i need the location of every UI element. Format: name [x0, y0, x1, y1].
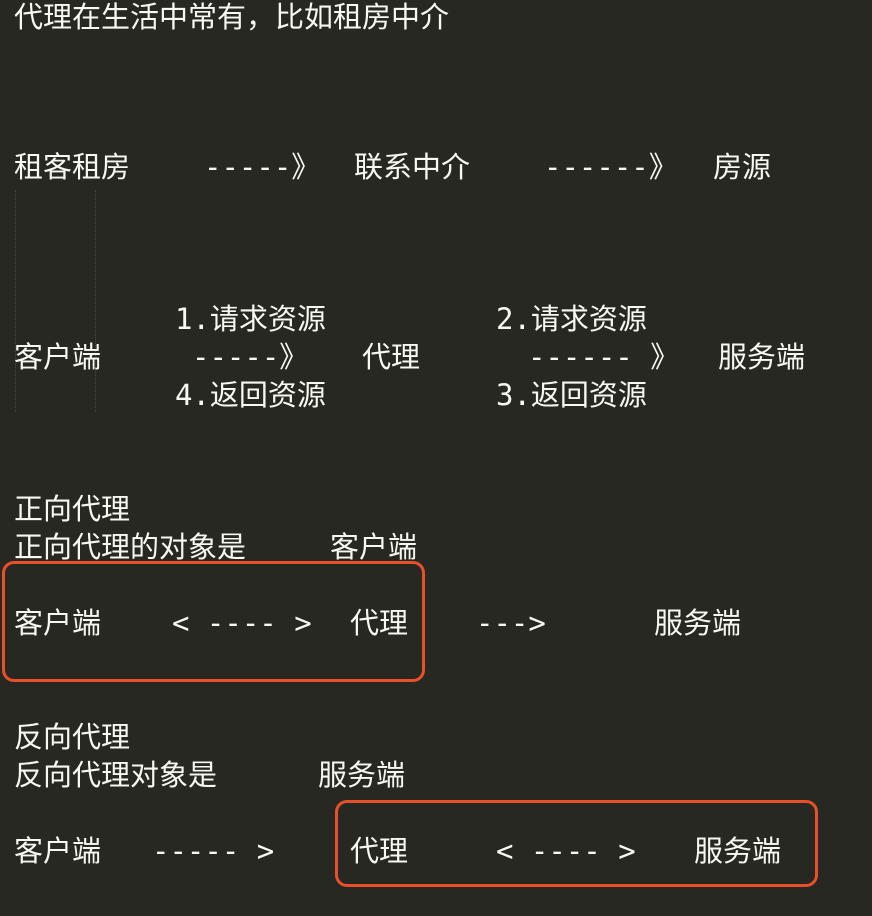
flow-server: 服务端: [718, 340, 806, 374]
forward-subject-label: 正向代理的对象是: [14, 530, 247, 564]
reverse-subject-label: 反向代理对象是: [14, 758, 218, 792]
forward-proxy: 代理: [350, 606, 409, 640]
flow-request-2: 2.请求资源: [496, 302, 647, 336]
rent-agent: 联系中介: [354, 150, 471, 184]
indent-guide-2: [95, 190, 96, 412]
forward-client: 客户端: [14, 606, 102, 640]
reverse-subject-value: 服务端: [318, 758, 406, 792]
forward-subject-value: 客户端: [330, 530, 418, 564]
reverse-highlight-box: [335, 800, 818, 887]
forward-arrow: --->: [476, 606, 546, 640]
flow-return-3: 3.返回资源: [496, 378, 647, 412]
reverse-server: 服务端: [694, 834, 782, 868]
forward-highlight-box: [2, 561, 425, 682]
forward-bi-arrow: < ---- >: [172, 606, 312, 640]
flow-arrow-1: -----》: [192, 340, 309, 374]
flow-client: 客户端: [14, 340, 102, 374]
reverse-client: 客户端: [14, 834, 102, 868]
reverse-title: 反向代理: [14, 720, 131, 754]
flow-arrow-2: ------ 》: [528, 340, 680, 374]
indent-guide-1: [15, 190, 16, 412]
flow-request-1: 1.请求资源: [175, 302, 326, 336]
rent-tenant: 租客租房: [14, 150, 131, 184]
flow-proxy: 代理: [362, 340, 421, 374]
reverse-bi-arrow: < ---- >: [496, 834, 636, 868]
intro-line: 代理在生活中常有，比如租房中介: [14, 0, 450, 34]
rent-arrow-1: -----》: [204, 150, 321, 184]
flow-return-4: 4.返回资源: [175, 378, 326, 412]
reverse-arrow: ----- >: [152, 834, 275, 868]
rent-arrow-2: ------》: [544, 150, 678, 184]
forward-server: 服务端: [654, 606, 742, 640]
rent-source: 房源: [713, 150, 772, 184]
reverse-proxy: 代理: [350, 834, 409, 868]
forward-title: 正向代理: [14, 492, 131, 526]
